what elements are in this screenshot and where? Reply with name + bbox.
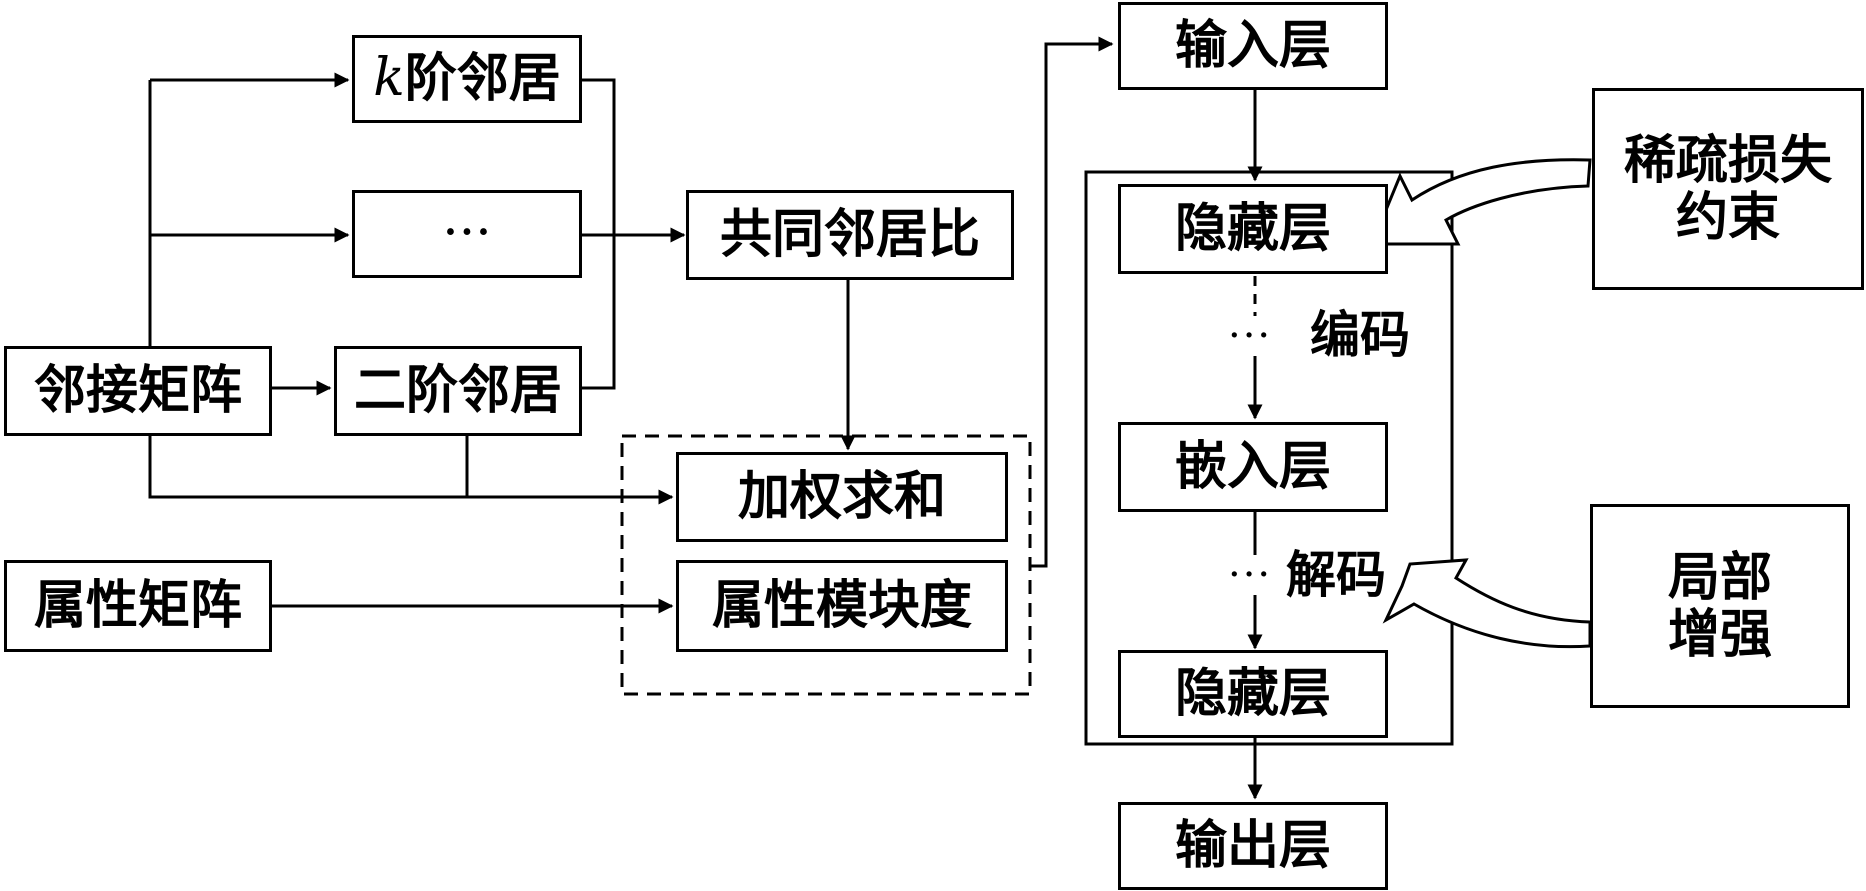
sparse-loss-constraint-box: 稀疏损失 约束 — [1592, 88, 1864, 290]
attribute-modularity-box: 属性模块度 — [676, 560, 1008, 652]
weighted-sum-box: 加权求和 — [676, 452, 1008, 542]
input-layer-box: 输入层 — [1118, 2, 1388, 90]
local-enhance-box: 局部 增强 — [1590, 504, 1850, 708]
common-neighbor-ratio-box: 共同邻居比 — [686, 190, 1014, 280]
encode-label: 编码 — [1310, 305, 1410, 364]
local-enhance-hollow-arrow — [1382, 558, 1592, 649]
hidden-layer-top-box: 隐藏层 — [1118, 184, 1388, 274]
attribute-matrix-box: 属性矩阵 — [4, 560, 272, 652]
second-order-neighbor-box: 二阶邻居 — [334, 346, 582, 436]
sparse-loss-hollow-arrow — [1369, 158, 1592, 246]
decode-label: 解码 — [1286, 545, 1386, 604]
adjacency-bottom-line — [148, 436, 674, 505]
autoencoder-container — [1084, 170, 1454, 746]
decode-dots: ··· — [1228, 552, 1273, 598]
encode-dots: ··· — [1228, 313, 1273, 359]
hidden-layer-bottom-box: 隐藏层 — [1118, 650, 1388, 738]
k-symbol: k — [373, 48, 405, 109]
ellipsis-neighbor-box: ··· — [352, 190, 582, 278]
embedding-layer-box: 嵌入层 — [1118, 422, 1388, 512]
adjacency-matrix-box: 邻接矩阵 — [4, 346, 272, 436]
k-order-label: 阶邻居 — [404, 48, 561, 110]
arrow-group-to-input — [1030, 36, 1114, 568]
output-layer-box: 输出层 — [1118, 802, 1388, 890]
